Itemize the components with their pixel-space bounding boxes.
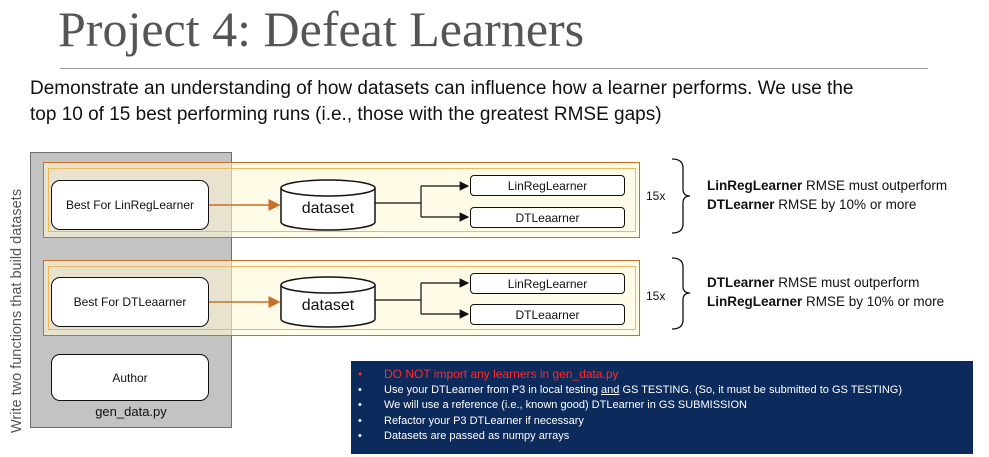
row-2-dt-label: DTLeaarner — [515, 307, 580, 322]
row-2-dataset-label: dataset — [301, 297, 355, 314]
row-1-dt-label: DTLeaarner — [515, 210, 580, 225]
row-2-criteria: DTLearner RMSE must outperform LinRegLea… — [707, 273, 944, 311]
note-text-4: Refactor your P3 DTLearner if necessary — [384, 414, 584, 427]
row-1-criteria-learner-b: DTLearner — [707, 197, 775, 212]
note-bullet: • — [358, 367, 363, 381]
note-text-3: We will use a reference (i.e., known goo… — [384, 399, 747, 411]
row-2-dt-learner: DTLeaarner — [470, 304, 625, 325]
note-bullet: • — [358, 414, 362, 427]
best-for-dt-label: Best For DTLeaarner — [73, 295, 187, 309]
note-text-2a: Use your DTLearner from P3 in local test… — [384, 383, 602, 396]
title-divider — [60, 68, 928, 69]
author-function: Author — [51, 354, 209, 401]
row-1-linreg-learner: LinRegLearner — [470, 175, 625, 196]
row-1-dataset-cylinder — [280, 179, 376, 231]
best-for-linreg-function: Best For LinRegLearner — [51, 180, 209, 230]
notes-box: • DO NOT import any learners in gen_data.… — [351, 361, 973, 454]
row-2-criteria-text-b: RMSE by 10% or more — [802, 294, 945, 309]
row-1-inner-band — [48, 168, 636, 232]
row-2-multiplier: 15x — [646, 289, 666, 303]
note-item: • We will use a reference (i.e., known go… — [358, 398, 973, 414]
row-2-dataset-cylinder — [280, 276, 376, 328]
note-warning: • DO NOT import any learners in gen_data.… — [358, 367, 973, 383]
row-2-criteria-text-a: RMSE must outperform — [774, 275, 920, 290]
row-2-inner-band — [48, 266, 636, 330]
row-2-linreg-label: LinRegLearner — [507, 276, 588, 291]
best-for-linreg-label: Best For LinRegLearner — [65, 198, 195, 212]
page-title: Project 4: Defeat Learners — [58, 1, 585, 57]
note-item: • Datasets are passed as numpy arrays — [358, 429, 973, 445]
row-2-linreg-learner: LinRegLearner — [470, 273, 625, 294]
row-1-criteria-text-b: RMSE by 10% or more — [774, 197, 917, 212]
filename-label: gen_data.py — [95, 404, 167, 419]
note-text-5: Datasets are passed as numpy arrays — [384, 430, 570, 442]
row-2-criteria-learner-b: LinRegLearner — [707, 294, 803, 309]
best-for-dt-function: Best For DTLeaarner — [51, 277, 209, 327]
row-2-criteria-learner-a: DTLearner — [707, 275, 775, 290]
note-bullet: • — [358, 383, 362, 396]
row-2-brace — [671, 257, 691, 330]
note-bullet: • — [358, 430, 362, 442]
row-1-dataset-label: dataset — [301, 200, 355, 217]
note-item: • Use your DTLearner from P3 in local tes… — [358, 383, 973, 399]
note-item: • Refactor your P3 DTLearner if necessary — [358, 414, 973, 430]
author-label: Author — [112, 370, 148, 385]
row-1-dt-learner: DTLeaarner — [470, 207, 625, 228]
row-1-criteria-text-a: RMSE must outperform — [802, 178, 948, 193]
note-warning-text: DO NOT import any learners in gen_data.p… — [384, 367, 619, 381]
note-bullet: • — [358, 399, 362, 411]
note-text-2b: GS TESTING. (So, it must be submitted to… — [619, 383, 903, 396]
row-1-brace — [671, 158, 691, 234]
row-1-criteria: LinRegLearner RMSE must outperform DTLea… — [707, 176, 947, 214]
row-1-linreg-label: LinRegLearner — [507, 178, 588, 193]
intro-line-2: top 10 of 15 best performing runs (i.e.,… — [30, 104, 662, 125]
intro-line-1: Demonstrate an understanding of how data… — [30, 78, 854, 99]
row-1-criteria-learner-a: LinRegLearner — [707, 178, 803, 193]
row-1-multiplier: 15x — [646, 189, 666, 203]
note-text-2-underlined: and — [601, 383, 620, 396]
